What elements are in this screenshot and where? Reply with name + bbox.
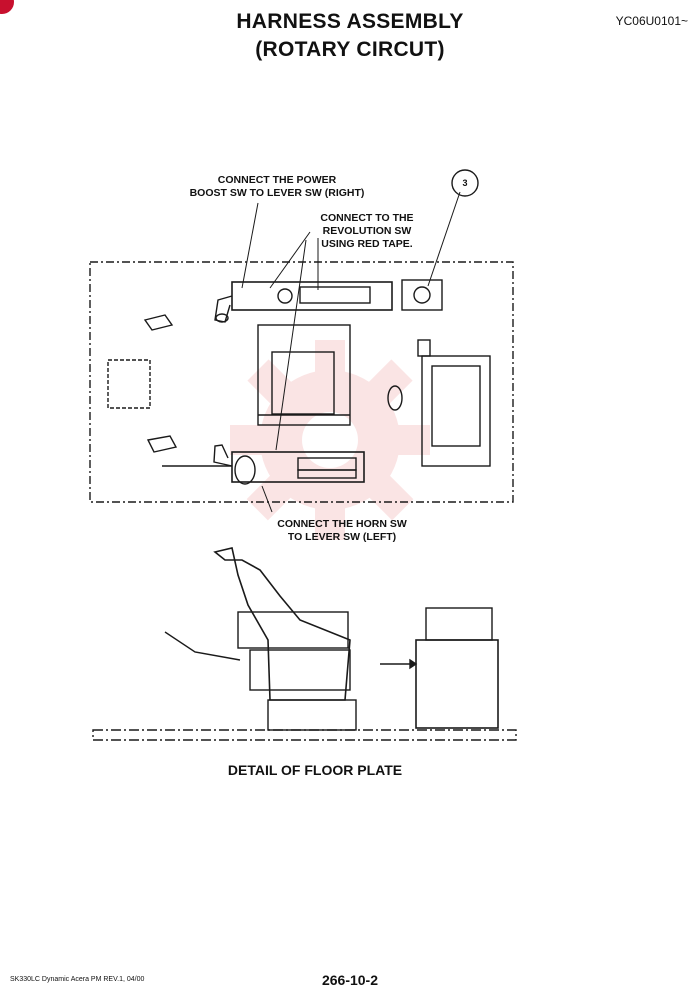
callout-power-boost-line1: CONNECT THE POWER xyxy=(217,174,337,186)
right-controller-box xyxy=(421,355,491,467)
floor-plate-base xyxy=(92,729,517,741)
footer-document-info: SK330LC Dynamic Acera PM REV.1, 04/00 xyxy=(10,976,145,983)
callout-power-boost: CONNECT THE POWER BOOST SW TO LEVER SW (… xyxy=(172,174,382,200)
callout-horn-line2: TO LEVER SW (LEFT) xyxy=(287,531,397,543)
console-upper-block xyxy=(257,324,351,426)
item-3-balloon xyxy=(451,169,479,197)
watermark-gear xyxy=(230,340,430,540)
lever-switch-right xyxy=(214,281,393,323)
item-number-label: 3 xyxy=(462,178,468,188)
left-rect-component xyxy=(107,359,151,409)
page-number: 266-10-2 xyxy=(321,972,379,988)
lever-assembly-detail xyxy=(164,547,357,731)
callout-horn-line1: CONNECT THE HORN SW xyxy=(277,518,407,530)
callout-revolution: CONNECT TO THE REVOLUTION SW USING RED T… xyxy=(302,212,432,251)
page-title-line2: (ROTARY CIRCUT) xyxy=(255,38,445,61)
corner-mark-icon xyxy=(0,0,14,14)
document-code: YC06U0101~ xyxy=(615,14,688,28)
callout-revolution-line3: USING RED TAPE. xyxy=(321,238,413,250)
floor-plate-outline xyxy=(89,261,514,503)
figure-caption: DETAIL OF FLOOR PLATE xyxy=(227,762,403,778)
page-title-line1: HARNESS ASSEMBLY xyxy=(236,10,464,33)
callout-horn: CONNECT THE HORN SW TO LEVER SW (LEFT) xyxy=(262,518,422,544)
lever-switch-left xyxy=(162,444,365,485)
item-3-component xyxy=(401,279,443,311)
callout-revolution-line1: CONNECT TO THE xyxy=(320,212,414,224)
callout-power-boost-line2: BOOST SW TO LEVER SW (RIGHT) xyxy=(189,187,365,199)
controller-side-detail xyxy=(380,607,499,729)
callout-revolution-line2: REVOLUTION SW xyxy=(322,225,412,237)
